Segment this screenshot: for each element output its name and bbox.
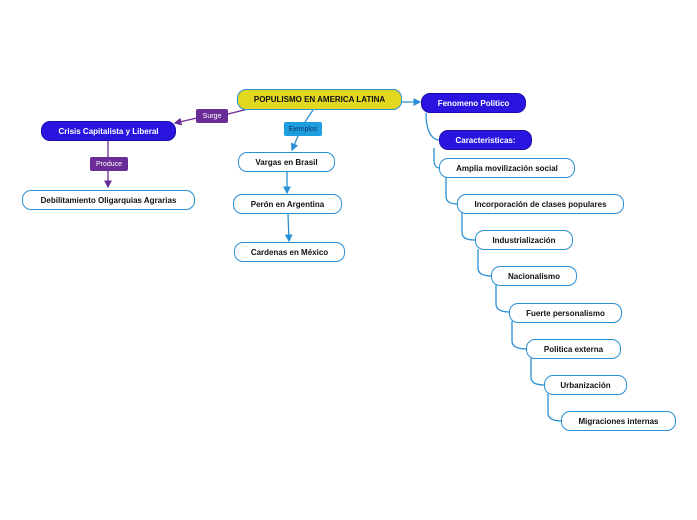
line-root-to-ejemplos <box>304 109 314 123</box>
stair-7 <box>530 358 546 386</box>
caracteristicas-node[interactable]: Caracteristicas: <box>439 130 532 150</box>
line-ejemplos-to-vargas <box>290 135 299 152</box>
line-fenomeno-to-caracteristicas <box>425 112 441 141</box>
produce-label: Produce <box>90 157 128 171</box>
stair-2 <box>445 177 459 205</box>
peron-node[interactable]: Perón en Argentina <box>233 194 342 214</box>
item-incorporacion[interactable]: Incorporación de clases populares <box>457 194 624 214</box>
item-politica-externa[interactable]: Politica externa <box>526 339 621 359</box>
item-personalismo[interactable]: Fuerte personalismo <box>509 303 622 323</box>
stair-4 <box>477 249 493 277</box>
root-node[interactable]: POPULISMO EN AMERICA LATINA <box>237 89 402 110</box>
cardenas-node[interactable]: Cardenas en México <box>234 242 345 262</box>
stair-3 <box>461 213 477 241</box>
stair-5 <box>495 285 511 313</box>
line-peron-to-cardenas <box>284 213 293 243</box>
crisis-node[interactable]: Crisis Capitalista y Liberal <box>41 121 176 141</box>
item-industrializacion[interactable]: Industrialización <box>475 230 573 250</box>
item-urbanizacion[interactable]: Urbanización <box>544 375 627 395</box>
surge-label: Surge <box>196 109 228 123</box>
item-movilizacion[interactable]: Amplia movilización social <box>439 158 575 178</box>
debilitamiento-node[interactable]: Debilitamiento Oligarquias Agrarias <box>22 190 195 210</box>
line-surge-to-crisis <box>173 117 198 126</box>
ejemplos-label: Ejemplos <box>284 122 322 136</box>
fenomeno-node[interactable]: Fenomeno Politico <box>421 93 526 113</box>
item-migraciones[interactable]: Migraciones internas <box>561 411 676 431</box>
item-nacionalismo[interactable]: Nacionalismo <box>491 266 577 286</box>
vargas-node[interactable]: Vargas en Brasil <box>238 152 335 172</box>
stair-1 <box>433 148 441 169</box>
stair-6 <box>511 321 528 350</box>
stair-8 <box>547 394 563 422</box>
